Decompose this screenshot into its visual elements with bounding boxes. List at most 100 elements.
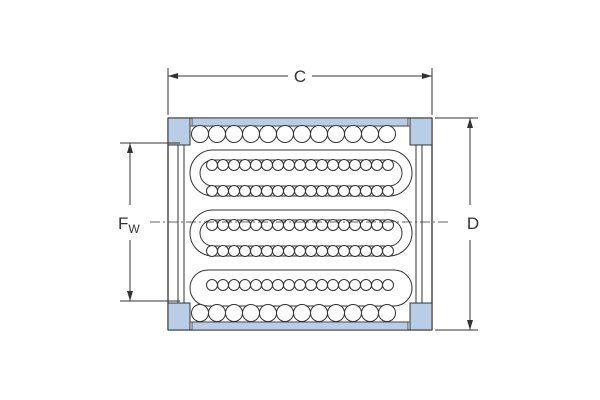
middle-track-top-ball	[272, 219, 284, 231]
upper-track-top-ball	[382, 159, 394, 171]
middle-track-top-ball	[338, 219, 350, 231]
dimension-c	[167, 68, 433, 115]
upper-track-top-ball	[360, 159, 372, 171]
middle-track-top-ball	[305, 219, 317, 231]
lower-track-top-ball	[239, 279, 251, 291]
upper-track-bottom-ball	[360, 185, 372, 197]
middle-track-bottom-ball	[239, 245, 251, 257]
top-row-ball	[344, 125, 362, 143]
lower-track-top-ball	[228, 279, 240, 291]
top-row-ball	[191, 125, 209, 143]
middle-track-bottom-ball	[250, 245, 262, 257]
top-row-ball	[259, 125, 277, 143]
middle-track-top-ball	[316, 219, 328, 231]
top-row-ball	[242, 125, 260, 143]
upper-track-bottom-ball	[327, 185, 339, 197]
upper-track-top-ball	[228, 159, 240, 171]
upper-track-bottom-ball	[239, 185, 251, 197]
middle-track-top-ball	[349, 219, 361, 231]
lower-track-top-ball	[283, 279, 295, 291]
middle-track-top-ball	[283, 219, 295, 231]
top-row-ball	[361, 125, 379, 143]
upper-track-top-ball	[305, 159, 317, 171]
lower-track-top-ball	[250, 279, 262, 291]
arrow-c-left	[168, 73, 178, 79]
dimension-d	[435, 117, 478, 331]
lower-track-top-ball	[272, 279, 284, 291]
bottom-row-ball	[293, 304, 311, 322]
bottom-row-ball	[191, 304, 209, 322]
middle-track-top-ball	[327, 219, 339, 231]
middle-track-bottom-ball	[382, 245, 394, 257]
middle-track-bottom-ball	[338, 245, 350, 257]
dimension-fw-main: F	[118, 214, 128, 233]
seal-top-left	[167, 117, 191, 146]
arrow-fw-bottom	[127, 291, 133, 301]
middle-track-top-ball	[239, 219, 251, 231]
upper-track-top-ball	[217, 159, 229, 171]
top-row-ball	[208, 125, 226, 143]
retainer-top	[191, 117, 409, 127]
middle-track-top-ball	[360, 219, 372, 231]
lower-track-top-ball	[371, 279, 383, 291]
lower-track-top-ball	[382, 279, 394, 291]
retainer-bottom	[191, 321, 409, 331]
bottom-row-ball	[344, 304, 362, 322]
upper-track-bottom-ball	[338, 185, 350, 197]
lower-track-top-ball	[360, 279, 372, 291]
upper-track-bottom-ball	[382, 185, 394, 197]
top-row-ball	[225, 125, 243, 143]
bottom-row-ball	[208, 304, 226, 322]
top-row-ball	[310, 125, 328, 143]
top-row-ball	[378, 125, 396, 143]
bottom-row-ball	[225, 304, 243, 322]
side-plates	[177, 145, 423, 303]
middle-track-top-ball	[261, 219, 273, 231]
lower-track-top-ball	[206, 279, 218, 291]
bottom-row-ball	[327, 304, 345, 322]
upper-track-top-ball	[316, 159, 328, 171]
bottom-row-ball	[310, 304, 328, 322]
upper-track-top-ball	[327, 159, 339, 171]
lower-track-top-ball	[261, 279, 273, 291]
middle-track-bottom-ball	[349, 245, 361, 257]
seal-top-right	[409, 117, 433, 146]
lower-track-top-ball	[327, 279, 339, 291]
arrow-d-bottom	[467, 320, 473, 330]
upper-track-bottom-ball	[261, 185, 273, 197]
upper-track-top-ball	[239, 159, 251, 171]
upper-track-bottom-ball	[371, 185, 383, 197]
dimension-fw-subscript: W	[128, 222, 140, 236]
lower-track-top-ball	[305, 279, 317, 291]
dimension-fw-label: FW	[118, 214, 140, 236]
upper-track-top-ball	[250, 159, 262, 171]
lower-track-top-ball	[316, 279, 328, 291]
top-row-ball	[293, 125, 311, 143]
upper-track-bottom-ball	[217, 185, 229, 197]
middle-track-bottom-ball	[371, 245, 383, 257]
middle-track-bottom-ball	[305, 245, 317, 257]
middle-track-top-ball	[371, 219, 383, 231]
middle-track-top-ball	[228, 219, 240, 231]
upper-track-bottom-ball	[250, 185, 262, 197]
upper-track-top-ball	[261, 159, 273, 171]
upper-track-bottom-ball	[316, 185, 328, 197]
seal-bottom-right	[409, 302, 433, 331]
upper-track-bottom-ball	[305, 185, 317, 197]
middle-track-top-ball	[217, 219, 229, 231]
upper-track-top-ball	[206, 159, 218, 171]
upper-track-top-ball	[338, 159, 350, 171]
middle-track-bottom-ball	[261, 245, 273, 257]
upper-track-top-ball	[349, 159, 361, 171]
middle-track-top-ball	[206, 219, 218, 231]
arrow-fw-top	[127, 143, 133, 153]
middle-track-bottom-ball	[283, 245, 295, 257]
middle-track-bottom-ball	[217, 245, 229, 257]
upper-track-top-ball	[272, 159, 284, 171]
upper-track-top-ball	[294, 159, 306, 171]
balls-group	[191, 125, 396, 322]
upper-track-bottom-ball	[349, 185, 361, 197]
upper-track-bottom-ball	[272, 185, 284, 197]
bottom-row-ball	[378, 304, 396, 322]
middle-track-bottom-ball	[327, 245, 339, 257]
